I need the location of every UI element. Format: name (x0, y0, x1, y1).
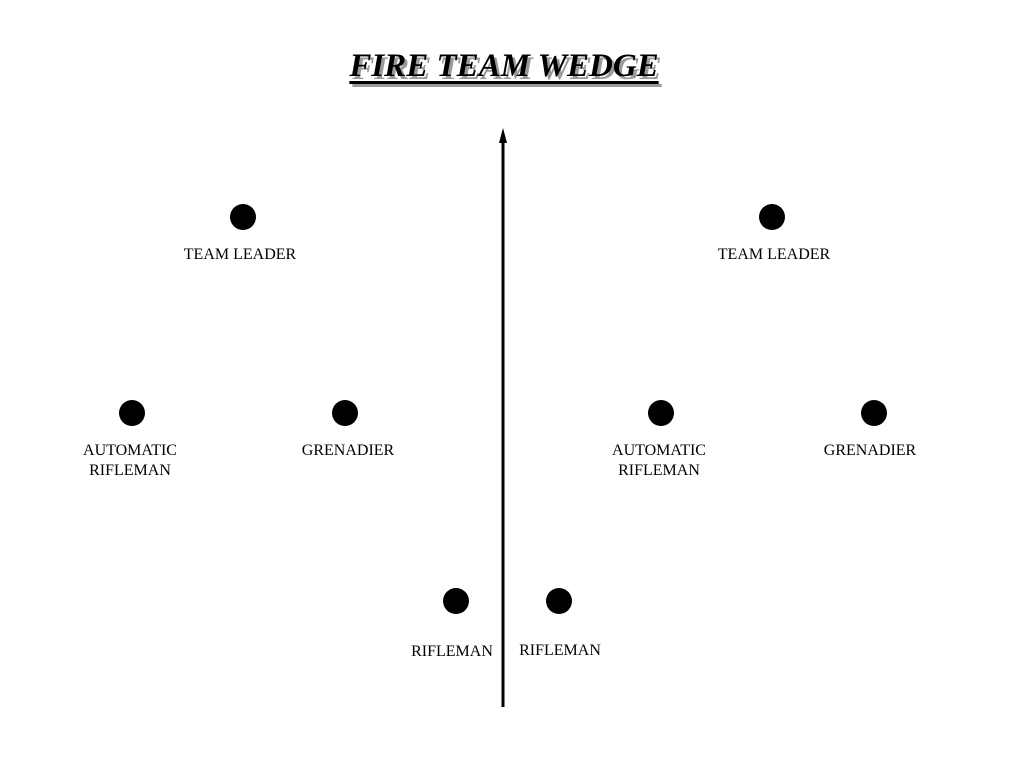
right-automatic-rifleman-label: AUTOMATIC RIFLEMAN (612, 442, 706, 479)
left-rifleman-marker (443, 588, 469, 614)
right-rifleman-label: RIFLEMAN (519, 642, 601, 659)
slide-title: FIRE TEAM WEDGE (349, 48, 659, 84)
left-grenadier-marker (332, 400, 358, 426)
right-automatic-rifleman-marker (648, 400, 674, 426)
left-grenadier-label: GRENADIER (301, 442, 395, 459)
right-team-leader-marker (759, 204, 785, 230)
right-team-leader-label: TEAM LEADER (717, 246, 831, 263)
left-rifleman-label: RIFLEMAN (411, 643, 493, 660)
right-grenadier-marker (861, 400, 887, 426)
right-grenadier-label: GRENADIER (823, 442, 917, 459)
left-team-leader-label: TEAM LEADER (183, 246, 297, 263)
left-automatic-rifleman-marker (119, 400, 145, 426)
left-automatic-rifleman-label: AUTOMATIC RIFLEMAN (83, 442, 177, 479)
right-rifleman-marker (546, 588, 572, 614)
left-team-leader-marker (230, 204, 256, 230)
arrowhead-icon (499, 128, 507, 143)
